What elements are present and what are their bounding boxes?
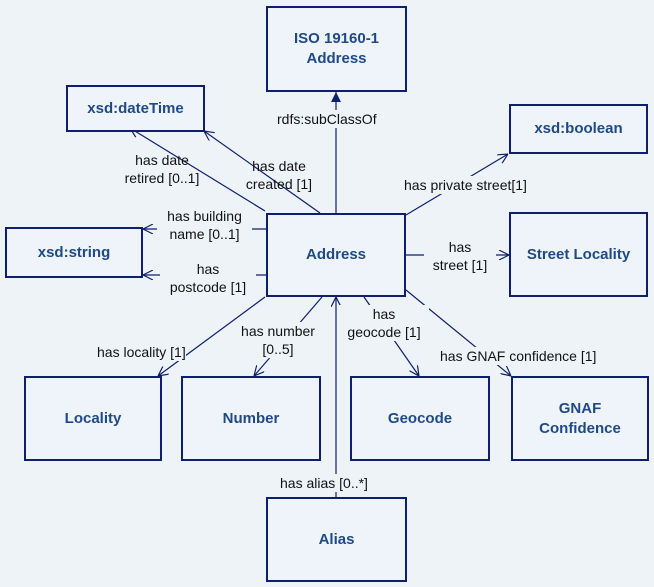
label-number: has number [0..5] bbox=[232, 322, 324, 358]
label-subclass: rdfs:subClassOf bbox=[277, 110, 377, 128]
label-gnaf: has GNAF confidence [1] bbox=[440, 347, 597, 365]
node-locality: Locality bbox=[24, 376, 162, 461]
edge-locality bbox=[158, 296, 266, 376]
label-geocode: has geocode [1] bbox=[339, 305, 429, 341]
label-geocode-line2: geocode [1] bbox=[347, 324, 421, 340]
node-gnaf-confidence-line2: Confidence bbox=[539, 419, 621, 437]
node-street-locality-label: Street Locality bbox=[526, 245, 631, 263]
node-street-locality: Street Locality bbox=[509, 212, 648, 297]
label-street: has street [1] bbox=[424, 238, 496, 274]
node-gnaf-confidence-line1: GNAF bbox=[558, 399, 602, 417]
label-date-created-line1: has date bbox=[252, 158, 306, 174]
label-postcode-line2: postcode [1] bbox=[169, 279, 247, 295]
label-date-created: has date created [1] bbox=[238, 157, 320, 193]
node-alias: Alias bbox=[266, 497, 407, 582]
label-building-name: has building name [0..1] bbox=[157, 207, 252, 243]
node-locality-label: Locality bbox=[64, 409, 122, 427]
label-date-retired-line1: has date bbox=[135, 152, 189, 168]
label-number-line2: [0..5] bbox=[262, 341, 294, 357]
label-alias: has alias [0..*] bbox=[280, 474, 368, 492]
node-xsd-boolean-label: xsd:boolean bbox=[534, 120, 623, 137]
node-xsd-string: xsd:string bbox=[5, 227, 143, 278]
node-number-label: Number bbox=[222, 409, 280, 427]
node-gnaf-confidence: GNAF Confidence bbox=[511, 376, 649, 461]
edge-date-retired bbox=[130, 128, 266, 212]
node-iso-address-line1: ISO 19160-1 bbox=[293, 30, 380, 47]
node-xsd-string-label: xsd:string bbox=[37, 243, 111, 261]
label-date-retired: has date retired [0..1] bbox=[112, 151, 212, 187]
node-xsd-boolean: xsd:boolean bbox=[509, 104, 648, 154]
label-number-line1: has number bbox=[241, 323, 315, 339]
label-date-retired-line2: retired [0..1] bbox=[124, 170, 200, 186]
node-geocode: Geocode bbox=[350, 376, 490, 461]
node-alias-label: Alias bbox=[318, 530, 355, 548]
label-date-created-line2: created [1] bbox=[245, 176, 313, 192]
node-iso-address-line2: Address bbox=[306, 50, 367, 67]
node-xsd-datetime: xsd:dateTime bbox=[66, 85, 205, 132]
node-address: Address bbox=[266, 213, 406, 297]
edge-date-created bbox=[204, 131, 321, 214]
node-xsd-datetime-label: xsd:dateTime bbox=[87, 99, 184, 117]
label-postcode: has postcode [1] bbox=[160, 260, 256, 296]
label-street-line2: street [1] bbox=[432, 257, 488, 273]
label-street-line1: has bbox=[448, 239, 472, 255]
label-building-name-line2: name [0..1] bbox=[169, 226, 240, 242]
label-geocode-line1: has bbox=[372, 306, 396, 322]
label-postcode-line1: has bbox=[196, 261, 220, 277]
node-geocode-label: Geocode bbox=[387, 409, 453, 427]
label-building-name-line1: has building bbox=[167, 208, 242, 224]
label-private-street: has private street[1] bbox=[404, 176, 527, 194]
node-iso-address: ISO 19160-1 Address bbox=[266, 6, 407, 92]
node-address-label: Address bbox=[305, 246, 367, 263]
label-locality: has locality [1] bbox=[97, 343, 186, 361]
node-number: Number bbox=[181, 376, 321, 461]
